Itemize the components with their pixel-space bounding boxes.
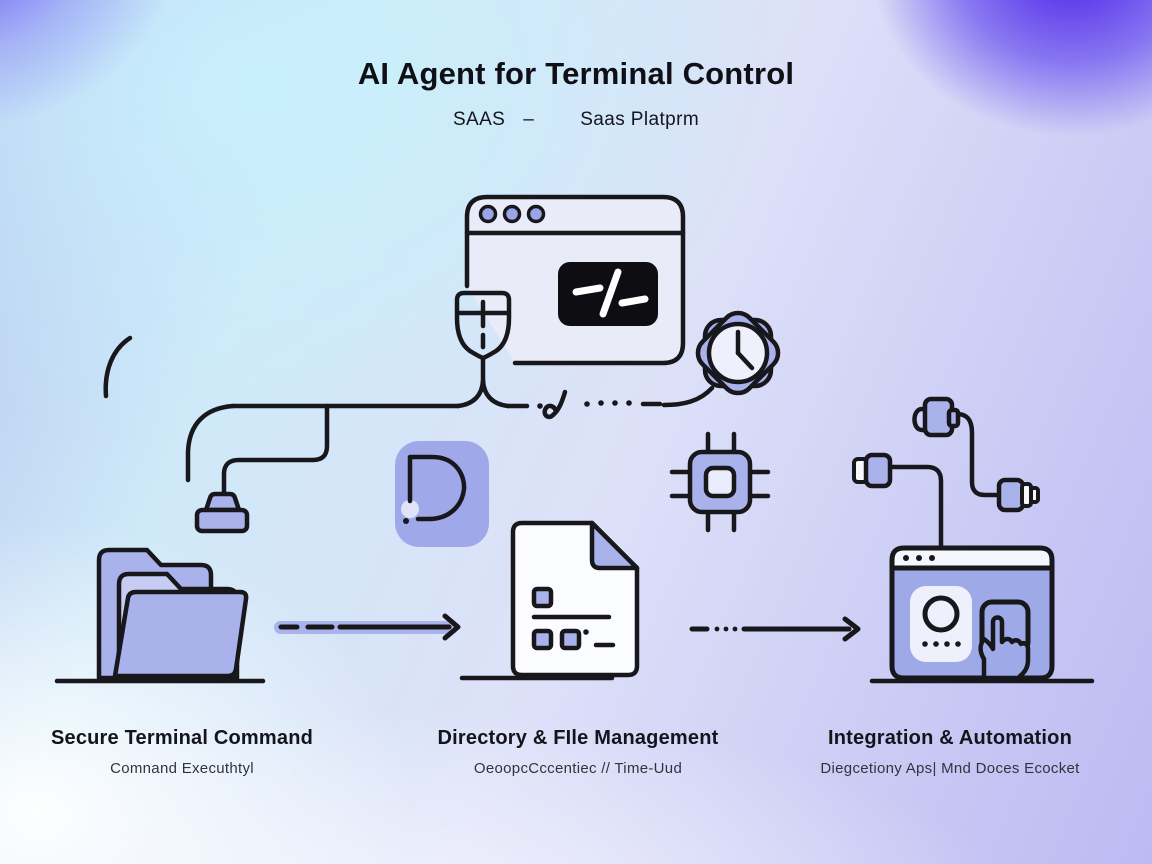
power-plug-icon [194, 491, 250, 534]
terminal-slash-icon [558, 262, 658, 326]
page-subtitle: SAAS – Saas Platprm [0, 109, 1152, 131]
flow-arrow-icon [274, 613, 461, 641]
section-caption: Diegcetiony Aps| Mnd Doces Ecocket [820, 760, 1080, 777]
subtitle-platform: Saas Platprm [580, 109, 700, 130]
connector-lines-left [103, 335, 511, 499]
automation-browser-hand-icon [889, 545, 1055, 681]
subtitle-saas: SAAS [452, 109, 506, 130]
security-shield-icon [454, 290, 512, 361]
section-integration: Integration & Automation Diegcetiony Aps… [778, 727, 1122, 777]
tapping-hand-icon [978, 615, 1031, 681]
section-heading: Secure Terminal Command [50, 727, 314, 749]
clock-badge-icon [695, 310, 781, 396]
document-file-icon [510, 520, 640, 678]
flow-arrow-2-icon [689, 616, 861, 642]
section-heading: Integration & Automation [827, 727, 1073, 749]
section-heading: Directory & FIle Management [437, 727, 719, 749]
subtitle-dash: – [523, 109, 535, 130]
cpu-chip-icon [669, 431, 771, 533]
section-file-management: Directory & FIle Management OeoopcCccent… [406, 727, 750, 777]
usb-connector-icon [852, 396, 1040, 549]
d-letter-badge-icon [395, 441, 489, 547]
section-caption: OeoopcCccentiec // Time-Uud [473, 760, 683, 777]
open-folder-icon [96, 547, 249, 681]
terminal-browser-window-icon [464, 194, 686, 366]
dotted-hook-line [505, 385, 715, 420]
section-secure-terminal: Secure Terminal Command Comnand Executht… [10, 727, 354, 777]
page-title: AI Agent for Terminal Control [357, 56, 795, 91]
section-caption: Comnand Executhtyl [110, 760, 254, 777]
